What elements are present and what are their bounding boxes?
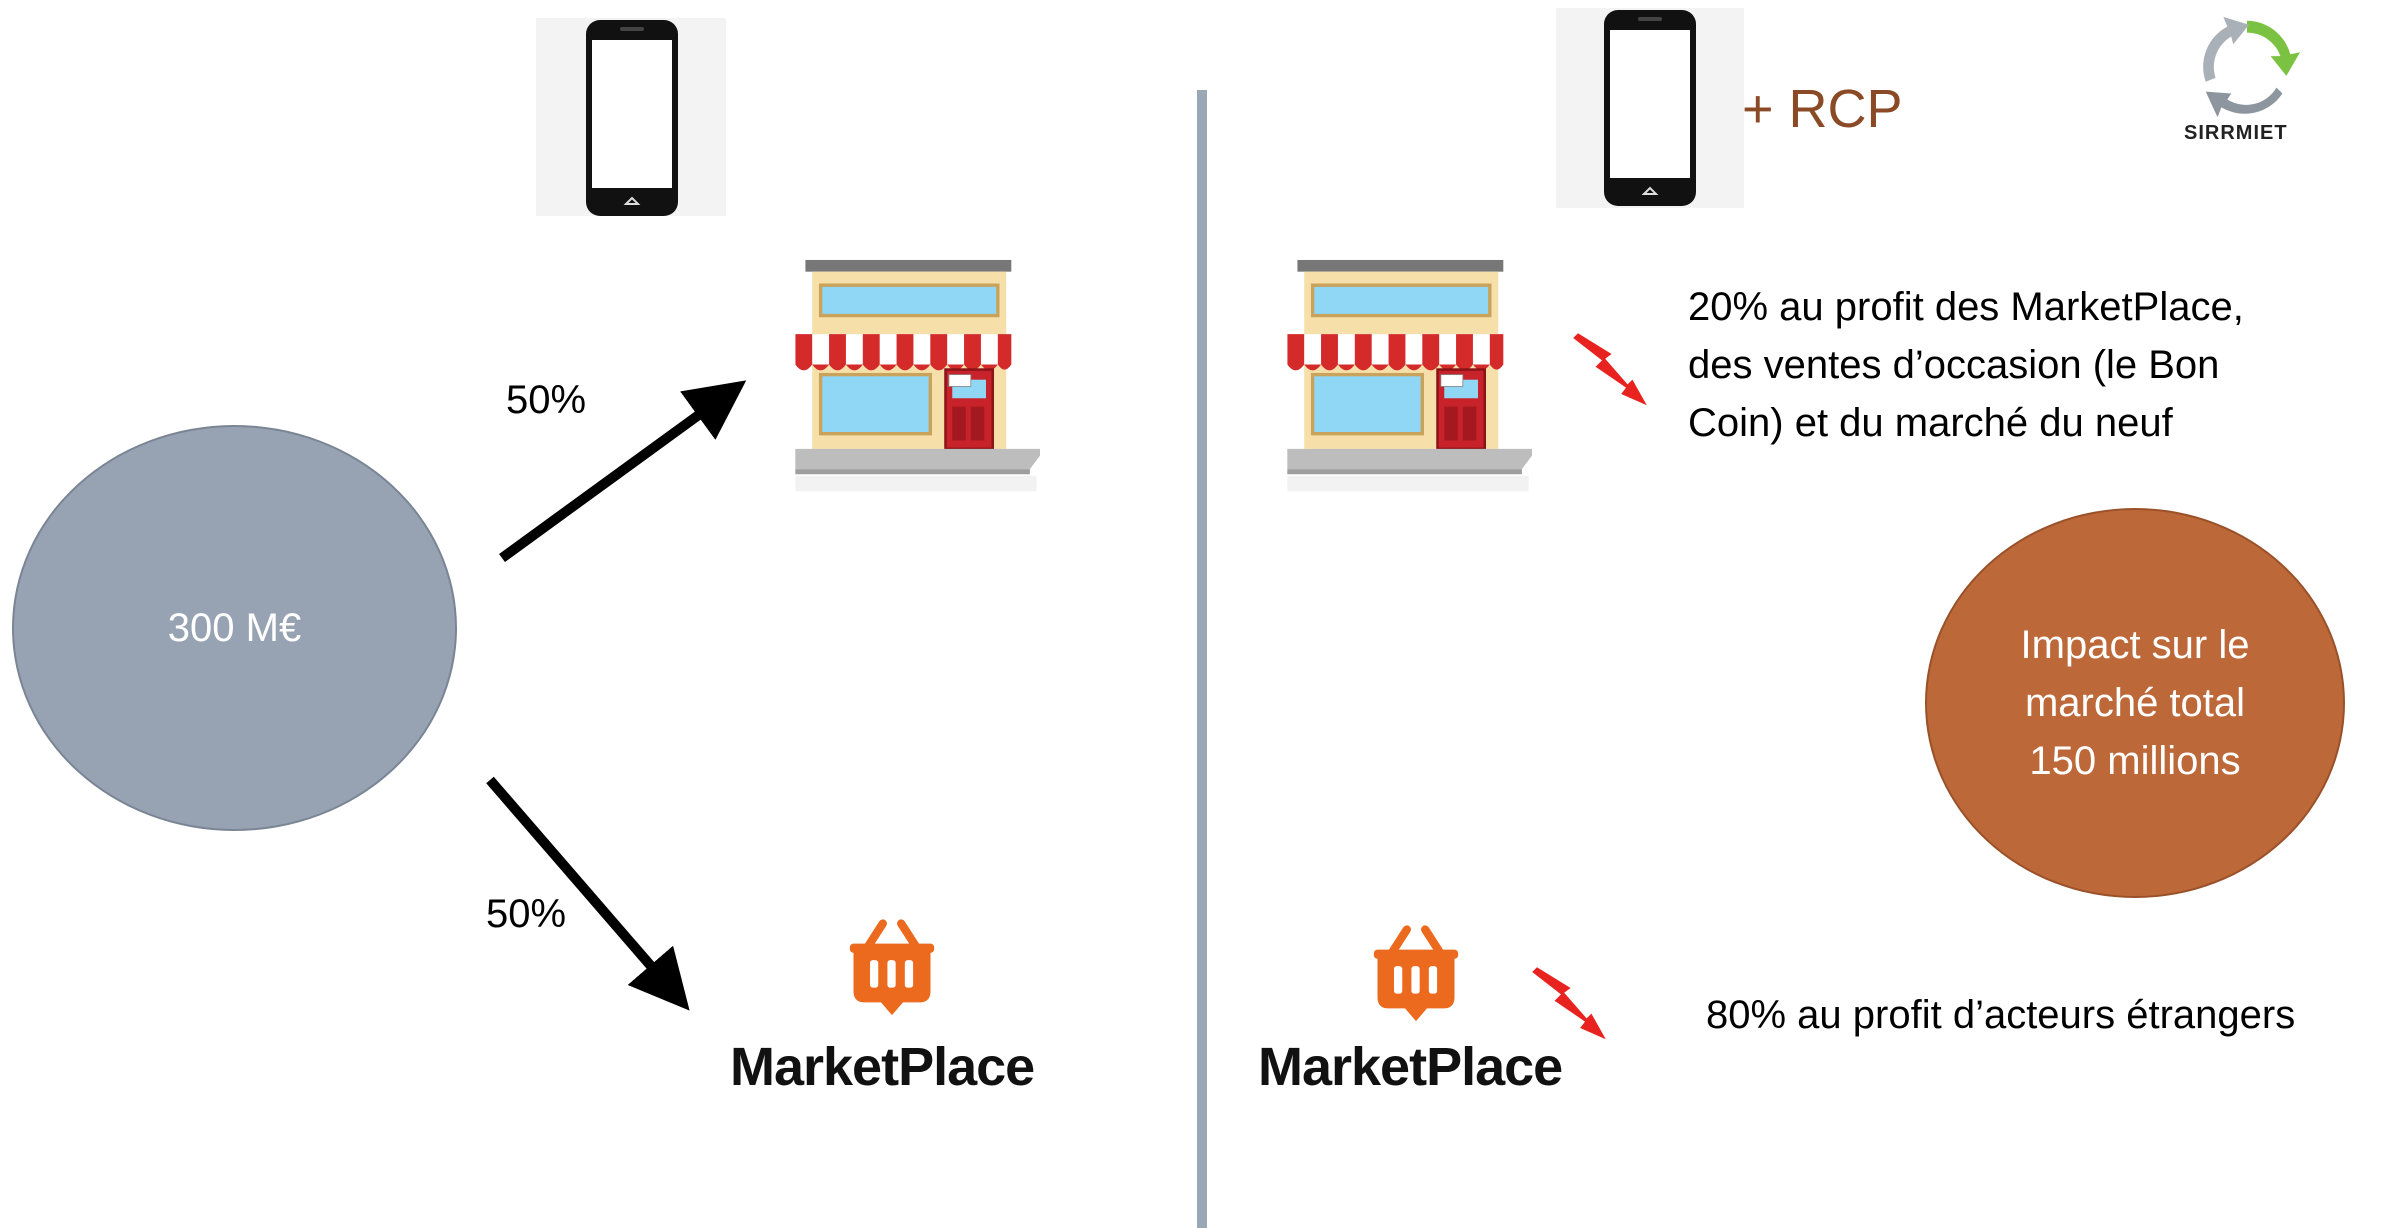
upper-percent: 50%	[506, 378, 587, 422]
store-note: 20% au profit des MarketPlace, des vente…	[1688, 278, 2244, 452]
impact-circle: Impact sur le marché total 150 millions	[1925, 508, 2345, 898]
center-divider	[1197, 90, 1207, 1228]
right-phone	[1556, 8, 1744, 208]
store-note-line: des ventes d’occasion (le Bon	[1688, 343, 2220, 387]
decline-arrow-icon	[1562, 330, 1658, 410]
store-note-line: 20% au profit des MarketPlace,	[1688, 285, 2244, 329]
right-marketplace-label: MarketPlace	[1258, 1037, 1563, 1097]
recycle-logo-icon	[2203, 16, 2301, 118]
left-marketplace-label: MarketPlace	[730, 1037, 1035, 1097]
rcp-label: + RCP	[1742, 79, 1903, 139]
impact-line: Impact sur le	[2020, 623, 2250, 667]
sirrmiet-label: SIRRMIET	[2184, 122, 2288, 144]
left-phone	[536, 18, 726, 216]
smartphone-icon	[582, 18, 682, 218]
arrow-to-marketplace	[486, 776, 690, 1011]
storefront-icon	[770, 238, 1040, 518]
storefront-icon	[1262, 238, 1532, 518]
source-circle: 300 M€	[12, 425, 457, 831]
marketplace-note: 80% au profit d’acteurs étrangers	[1706, 993, 2296, 1037]
sirrmiet-logo: SIRRMIET	[2168, 12, 2328, 152]
shopping-basket-icon	[1370, 924, 1462, 1034]
source-label: 300 M€	[167, 605, 302, 650]
impact-line: 150 millions	[2029, 739, 2241, 783]
decline-arrow-icon	[1522, 964, 1616, 1044]
lower-percent: 50%	[486, 892, 567, 936]
store-note-line: Coin) et du marché du neuf	[1688, 401, 2173, 445]
smartphone-icon	[1600, 8, 1700, 208]
impact-line: marché total	[2024, 681, 2246, 725]
shopping-basket-icon	[846, 918, 938, 1028]
